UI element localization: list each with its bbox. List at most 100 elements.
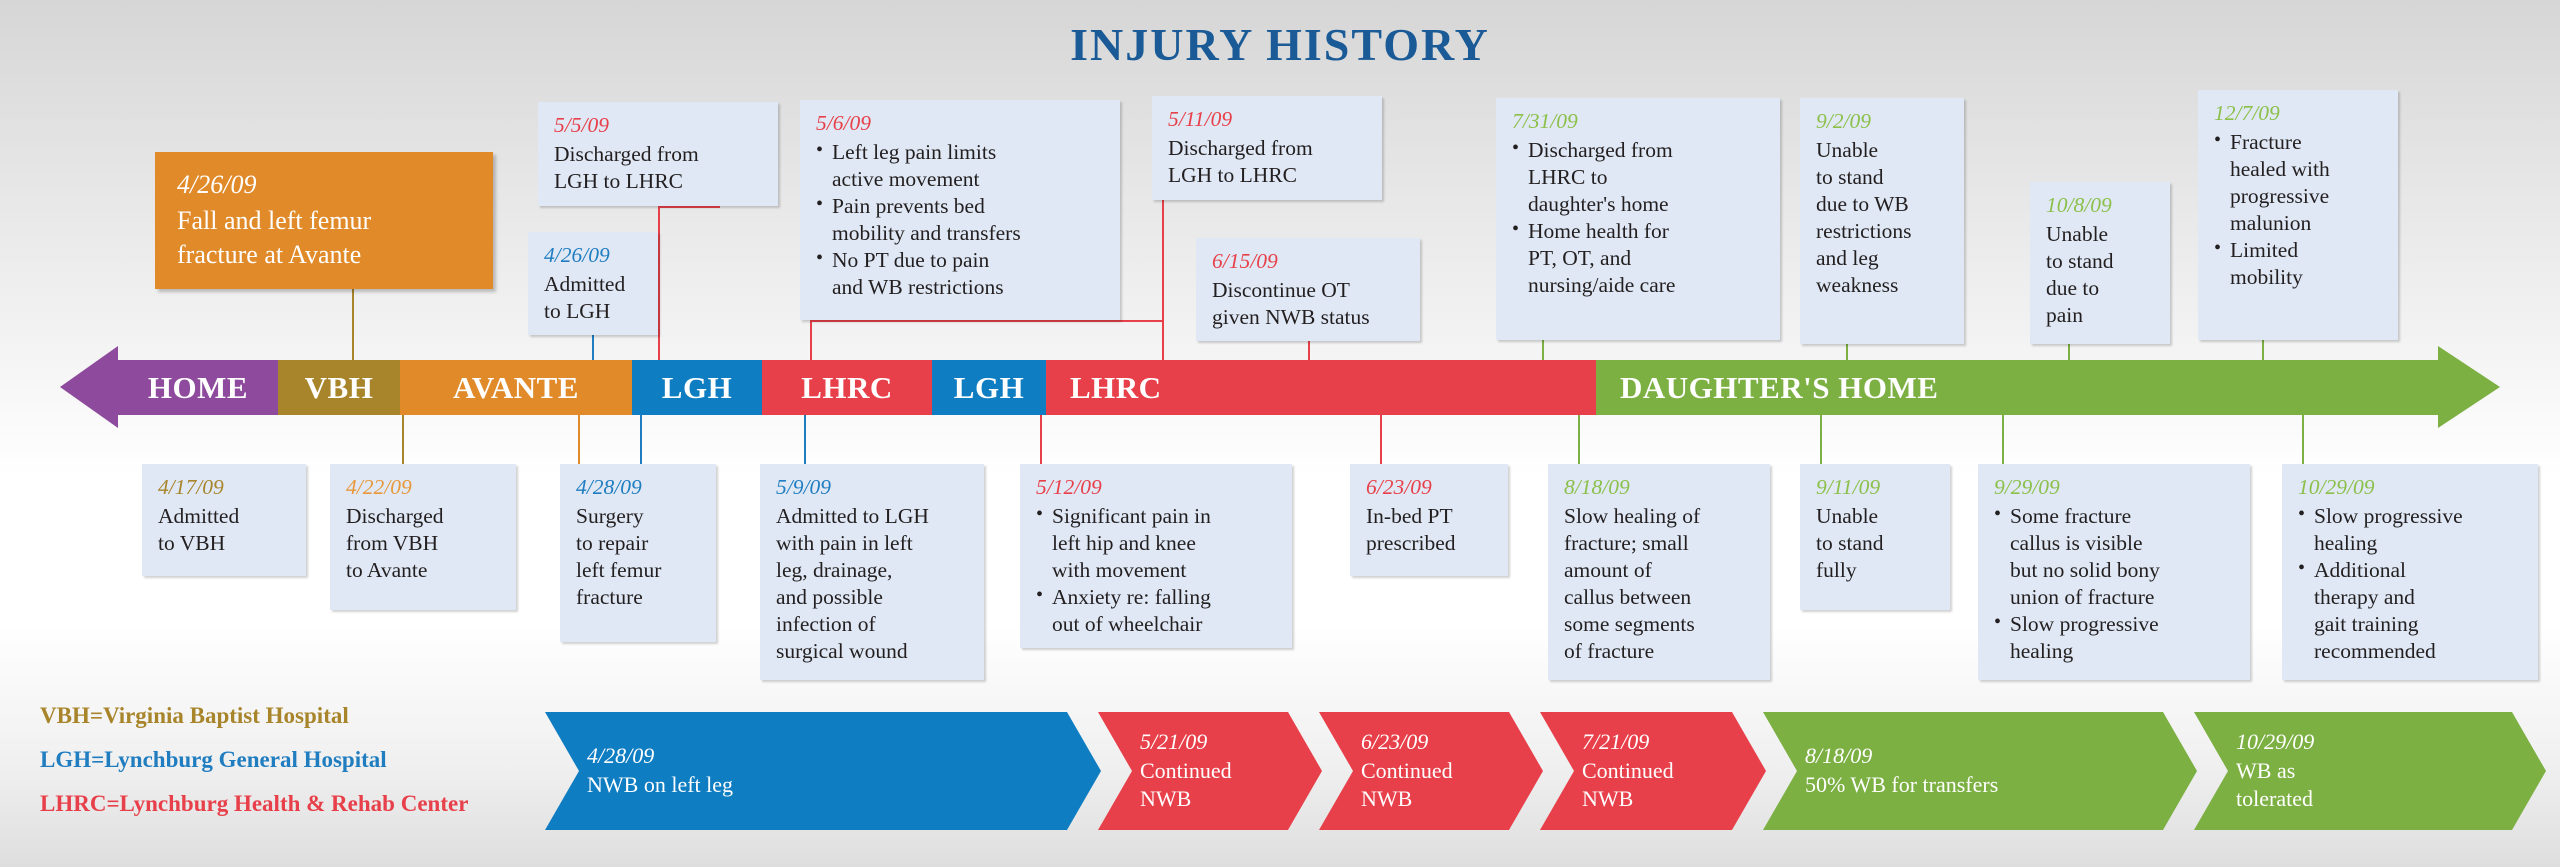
event-date: 6/15/09 xyxy=(1212,249,1278,273)
event-date: 5/12/09 xyxy=(1036,475,1102,499)
timeline-segment-label: LHRC xyxy=(1070,369,1162,405)
legend-entry: VBH=Virginia Baptist Hospital xyxy=(40,703,349,728)
event-date: 4/28/09 xyxy=(576,475,642,499)
event-date: 8/18/09 xyxy=(1564,475,1630,499)
connector-elbow xyxy=(810,320,1162,322)
timeline-segment-label: AVANTE xyxy=(453,369,579,405)
event-bullet-list: Slow progressivehealingAdditionaltherapy… xyxy=(2298,502,2524,665)
timeline-segment-avante: AVANTE xyxy=(400,360,632,415)
connector-line xyxy=(402,415,404,466)
connector-elbow xyxy=(658,206,720,208)
timeline-segment-lgh: LGH xyxy=(632,360,762,415)
connector-line xyxy=(1578,415,1580,466)
page-title: INJURY HISTORY xyxy=(1070,19,1490,70)
wb-status-text: 50% WB for transfers xyxy=(1805,772,1999,797)
event-date: 7/31/09 xyxy=(1512,109,1578,133)
timeline-segment-label: DAUGHTER'S HOME xyxy=(1620,369,1939,405)
wb-status-wb-50-8-18: 8/18/09 50% WB for transfers xyxy=(1763,712,2197,830)
wb-status-date: 8/18/09 xyxy=(1805,743,1873,769)
wb-status-text: NWB on left leg xyxy=(587,772,734,797)
connector-line xyxy=(1162,200,1164,360)
timeline-segment-label: LGH xyxy=(661,369,733,405)
event-date: 4/26/09 xyxy=(544,243,610,267)
event-date: 5/6/09 xyxy=(816,111,871,135)
timeline-segment-daughter-s-home: DAUGHTER'S HOME xyxy=(1596,360,2438,415)
timeline-right-arrow xyxy=(2438,346,2500,428)
connector-line xyxy=(2302,415,2304,466)
connector-line xyxy=(1040,415,1042,466)
connector-line xyxy=(1542,340,1544,360)
connector-line xyxy=(804,415,806,466)
connector-line xyxy=(1308,338,1310,360)
wb-status-date: 5/21/09 xyxy=(1140,729,1208,755)
event-date: 6/23/09 xyxy=(1366,475,1432,499)
connector-line xyxy=(2002,415,2004,466)
connector-line xyxy=(592,324,594,360)
connector-line xyxy=(1380,415,1382,466)
wb-status-date: 7/21/09 xyxy=(1582,729,1650,755)
timeline-segment-home: HOME xyxy=(118,360,278,415)
connector-line xyxy=(2262,340,2264,360)
connector-line xyxy=(1846,344,1848,360)
legend-entry: LHRC=Lynchburg Health & Rehab Center xyxy=(40,791,469,816)
timeline-segment-vbh: VBH xyxy=(278,360,400,415)
connector-line xyxy=(1820,415,1822,466)
connector-line xyxy=(352,284,354,360)
event-date: 9/11/09 xyxy=(1816,475,1881,499)
event-date: 5/5/09 xyxy=(554,113,609,137)
timeline-segment-label: HOME xyxy=(147,369,249,405)
connector-line xyxy=(658,206,660,360)
event-card-fracture-healed-12-7: 12/7/09Fracturehealed withprogressivemal… xyxy=(2198,90,2398,340)
connector-line xyxy=(2068,344,2070,360)
event-date: 4/22/09 xyxy=(346,475,412,499)
timeline-segment-lgh: LGH xyxy=(932,360,1046,415)
legend-entry: LGH=Lynchburg General Hospital xyxy=(40,747,387,772)
wb-status-date: 10/29/09 xyxy=(2236,729,2315,755)
event-date: 4/26/09 xyxy=(177,170,257,199)
